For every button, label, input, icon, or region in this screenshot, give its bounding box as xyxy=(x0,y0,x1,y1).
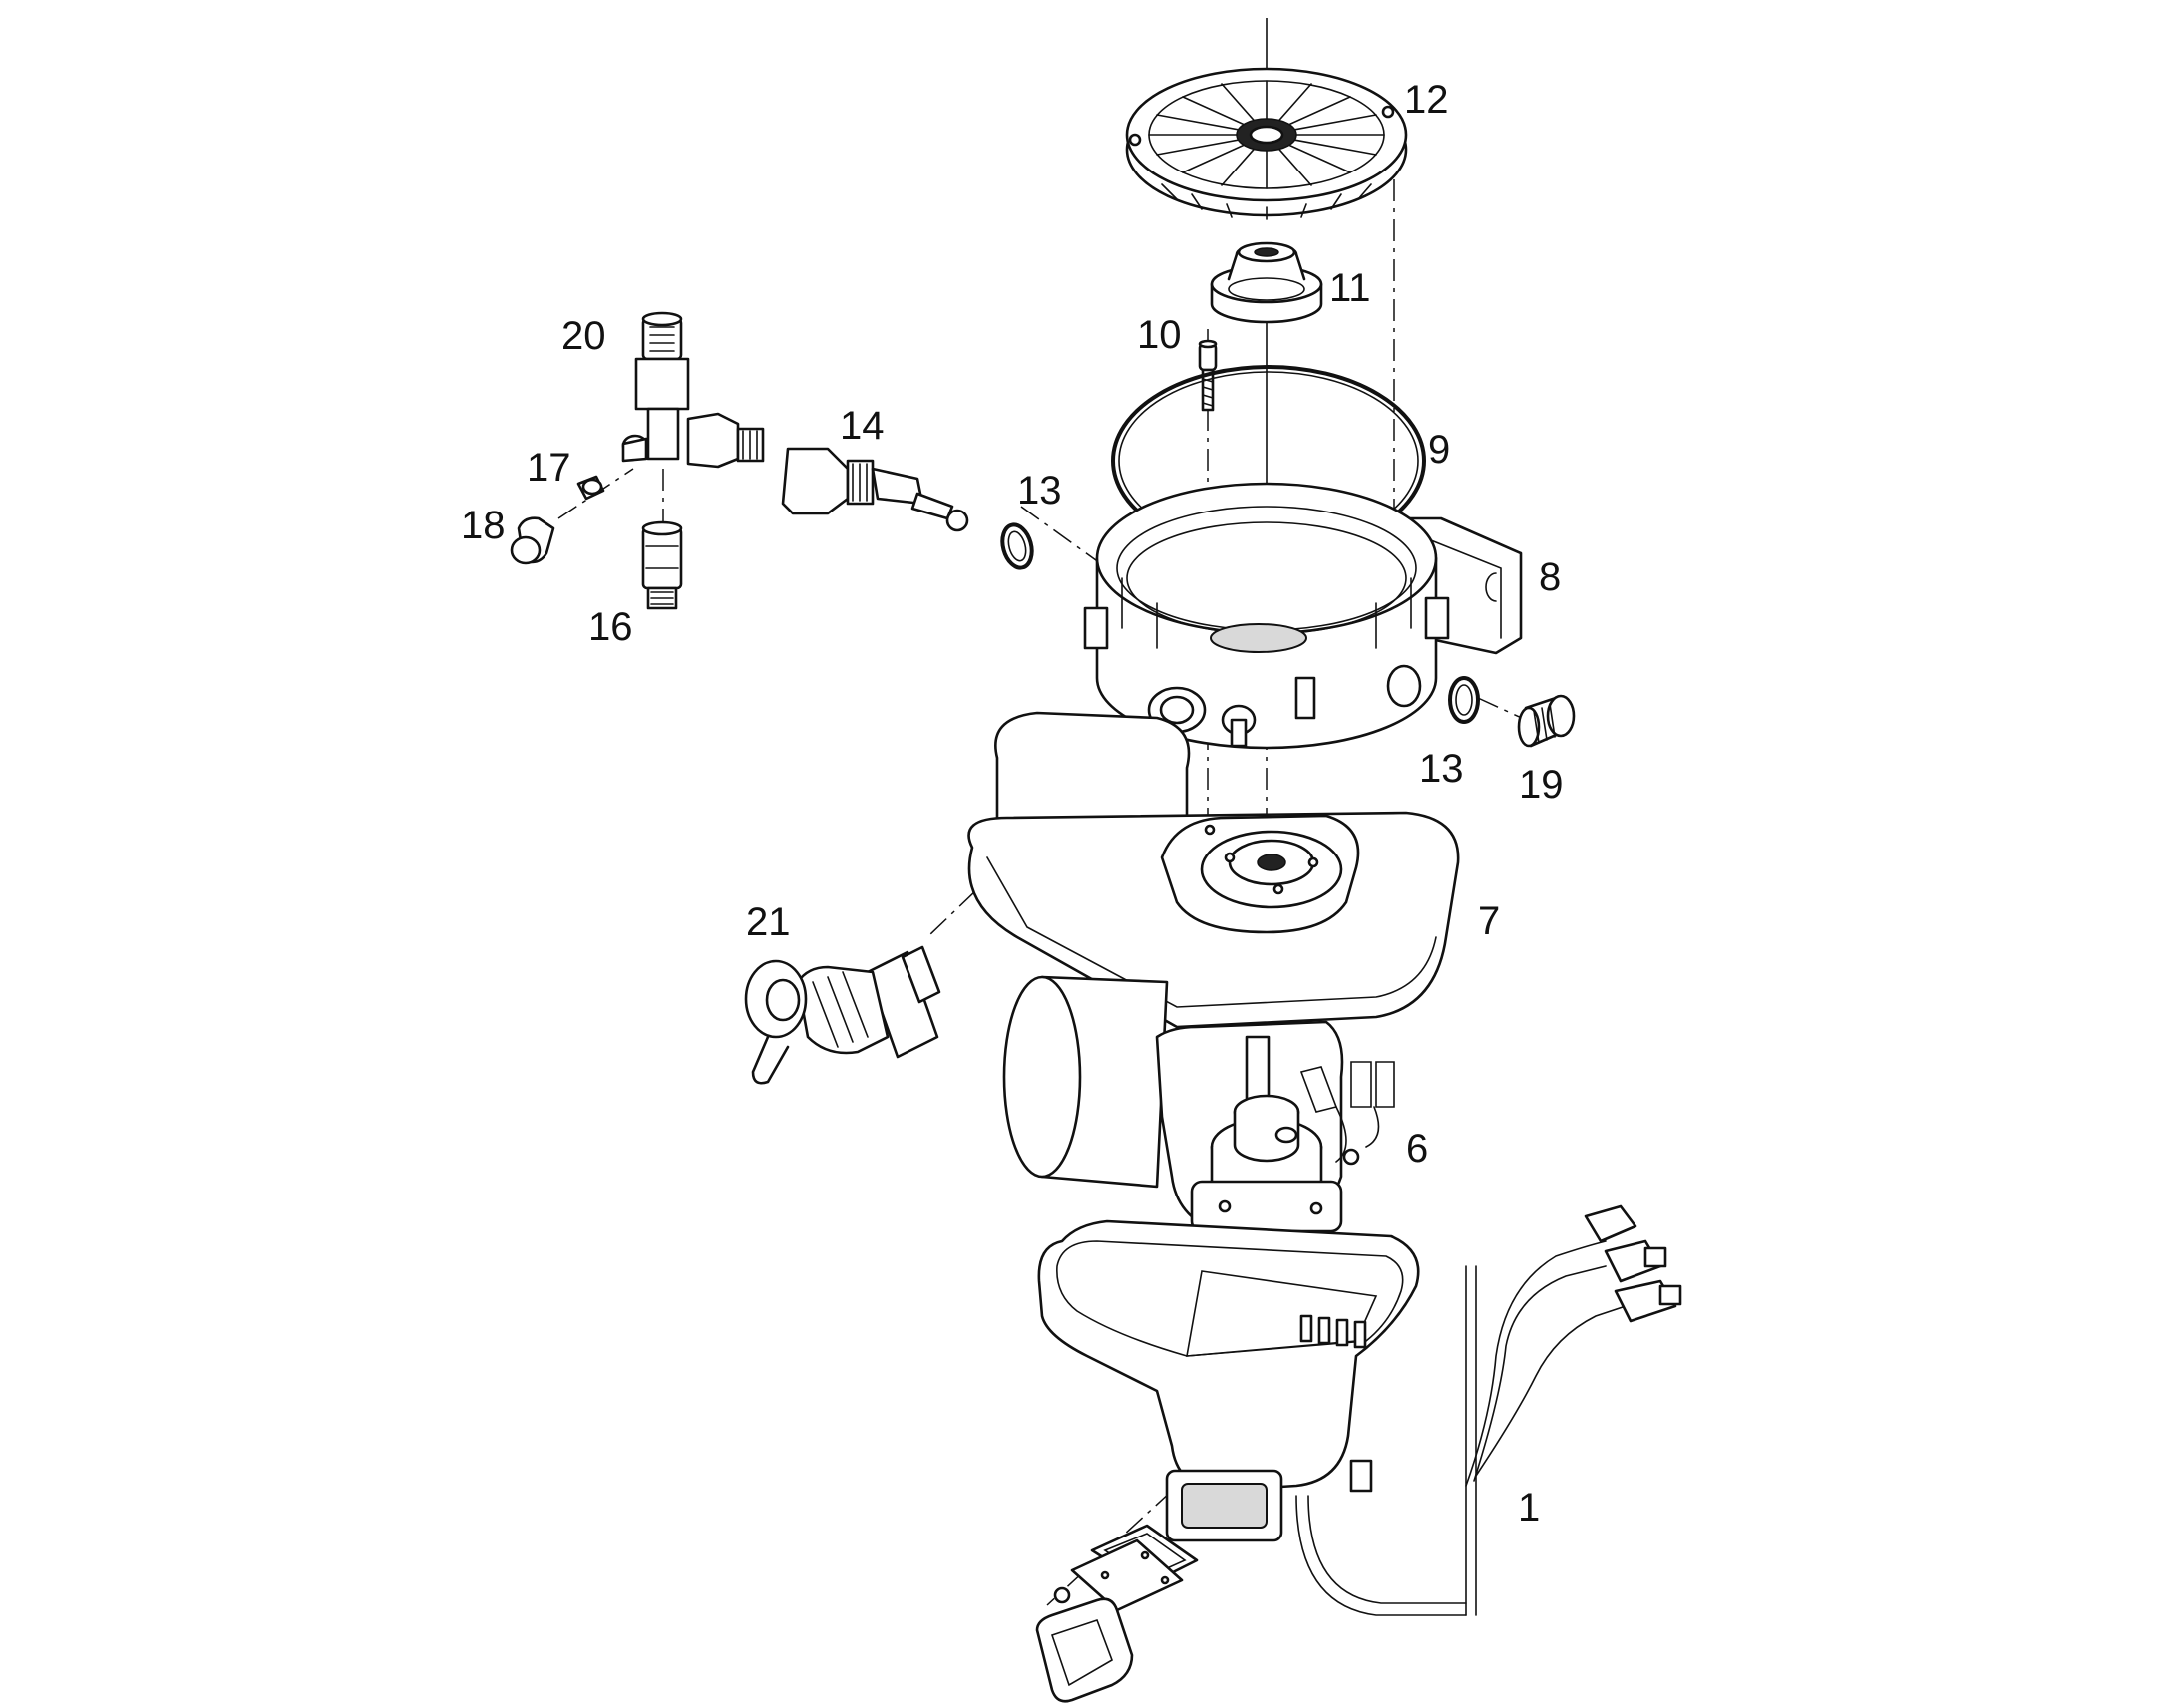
callout-6: 6 xyxy=(1406,1127,1428,1171)
callout-18: 18 xyxy=(461,504,506,547)
part-1-base xyxy=(1037,1204,1682,1616)
part-8-housing xyxy=(1083,482,1523,750)
callout-12: 12 xyxy=(1404,78,1449,122)
callout-16: 16 xyxy=(588,605,633,649)
part-6-motor xyxy=(1002,975,1395,1233)
part-1-cover-plate-gasket xyxy=(1035,1524,1199,1703)
callout-7: 7 xyxy=(1478,899,1500,943)
callout-17: 17 xyxy=(527,446,571,490)
part-10-screw xyxy=(1198,339,1218,412)
part-21-filler-coupling xyxy=(744,945,941,1085)
part-7-reservoir-lid xyxy=(967,711,1460,1029)
part-17-nipple xyxy=(576,475,605,501)
callout-13-left: 13 xyxy=(1017,469,1062,512)
part-14-valve xyxy=(781,447,969,532)
callout-20: 20 xyxy=(561,314,606,358)
callout-labels: 1 6 7 8 9 10 11 12 13 13 14 16 17 18 19 … xyxy=(461,78,1564,1530)
part-19-plug xyxy=(1517,694,1576,748)
part-13-seal-right xyxy=(1448,676,1480,724)
part-18-cap xyxy=(510,516,555,565)
callout-8: 8 xyxy=(1539,555,1561,599)
callout-19: 19 xyxy=(1519,763,1564,807)
callout-9: 9 xyxy=(1428,428,1450,472)
callout-10: 10 xyxy=(1137,313,1182,357)
callout-11: 11 xyxy=(1329,266,1371,310)
callout-1: 1 xyxy=(1518,1486,1540,1530)
callout-14: 14 xyxy=(840,404,885,448)
callout-21: 21 xyxy=(746,900,791,944)
callout-13-right: 13 xyxy=(1419,747,1464,791)
part-12-grid-cover xyxy=(1125,67,1408,220)
part-11-bearing xyxy=(1210,241,1323,324)
part-20-t-fitting xyxy=(621,311,765,469)
part-16-fitting xyxy=(641,520,683,610)
part-13-seal-left xyxy=(1000,522,1034,570)
